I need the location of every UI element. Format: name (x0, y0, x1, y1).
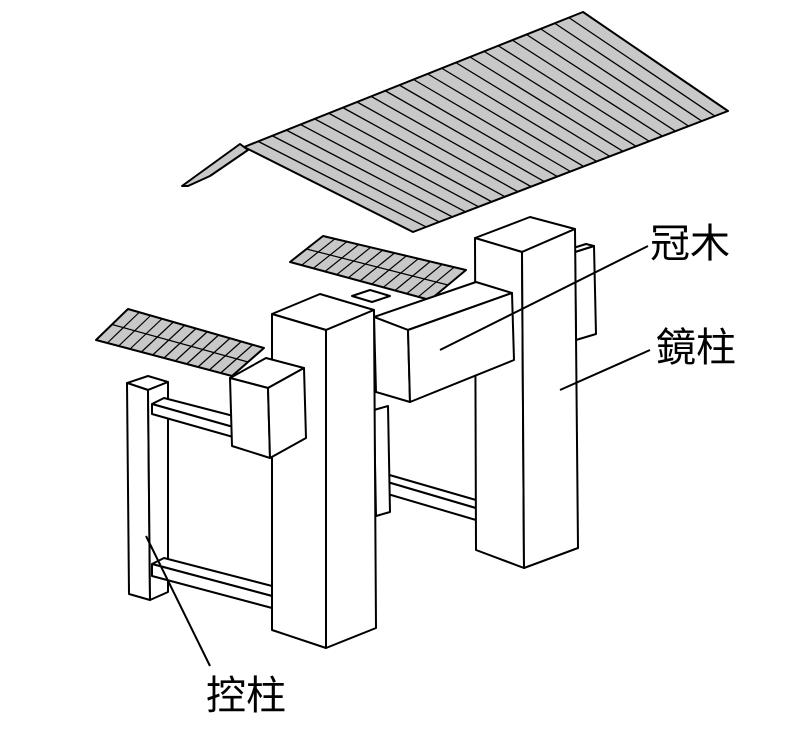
hikae-bashira (126, 375, 169, 601)
leader-line-kagami (559, 349, 651, 391)
small-roof-left (95, 308, 265, 377)
leader-line-hikae (145, 535, 211, 667)
label-kagami-bashira: 鏡柱 (656, 325, 736, 371)
main-post-front (271, 293, 377, 649)
small-roof-right (289, 235, 467, 301)
post-top-block (351, 289, 391, 303)
label-kasagi: 冠木 (650, 221, 730, 267)
kasagi-front-end (229, 357, 307, 459)
kagami-bashira-right (474, 216, 579, 569)
label-hikae-bashira: 控柱 (206, 673, 286, 719)
rear-post-stub (373, 405, 391, 517)
kasagi-beam (373, 281, 515, 403)
leader-line-kasagi (439, 245, 649, 351)
main-roof (181, 11, 729, 233)
